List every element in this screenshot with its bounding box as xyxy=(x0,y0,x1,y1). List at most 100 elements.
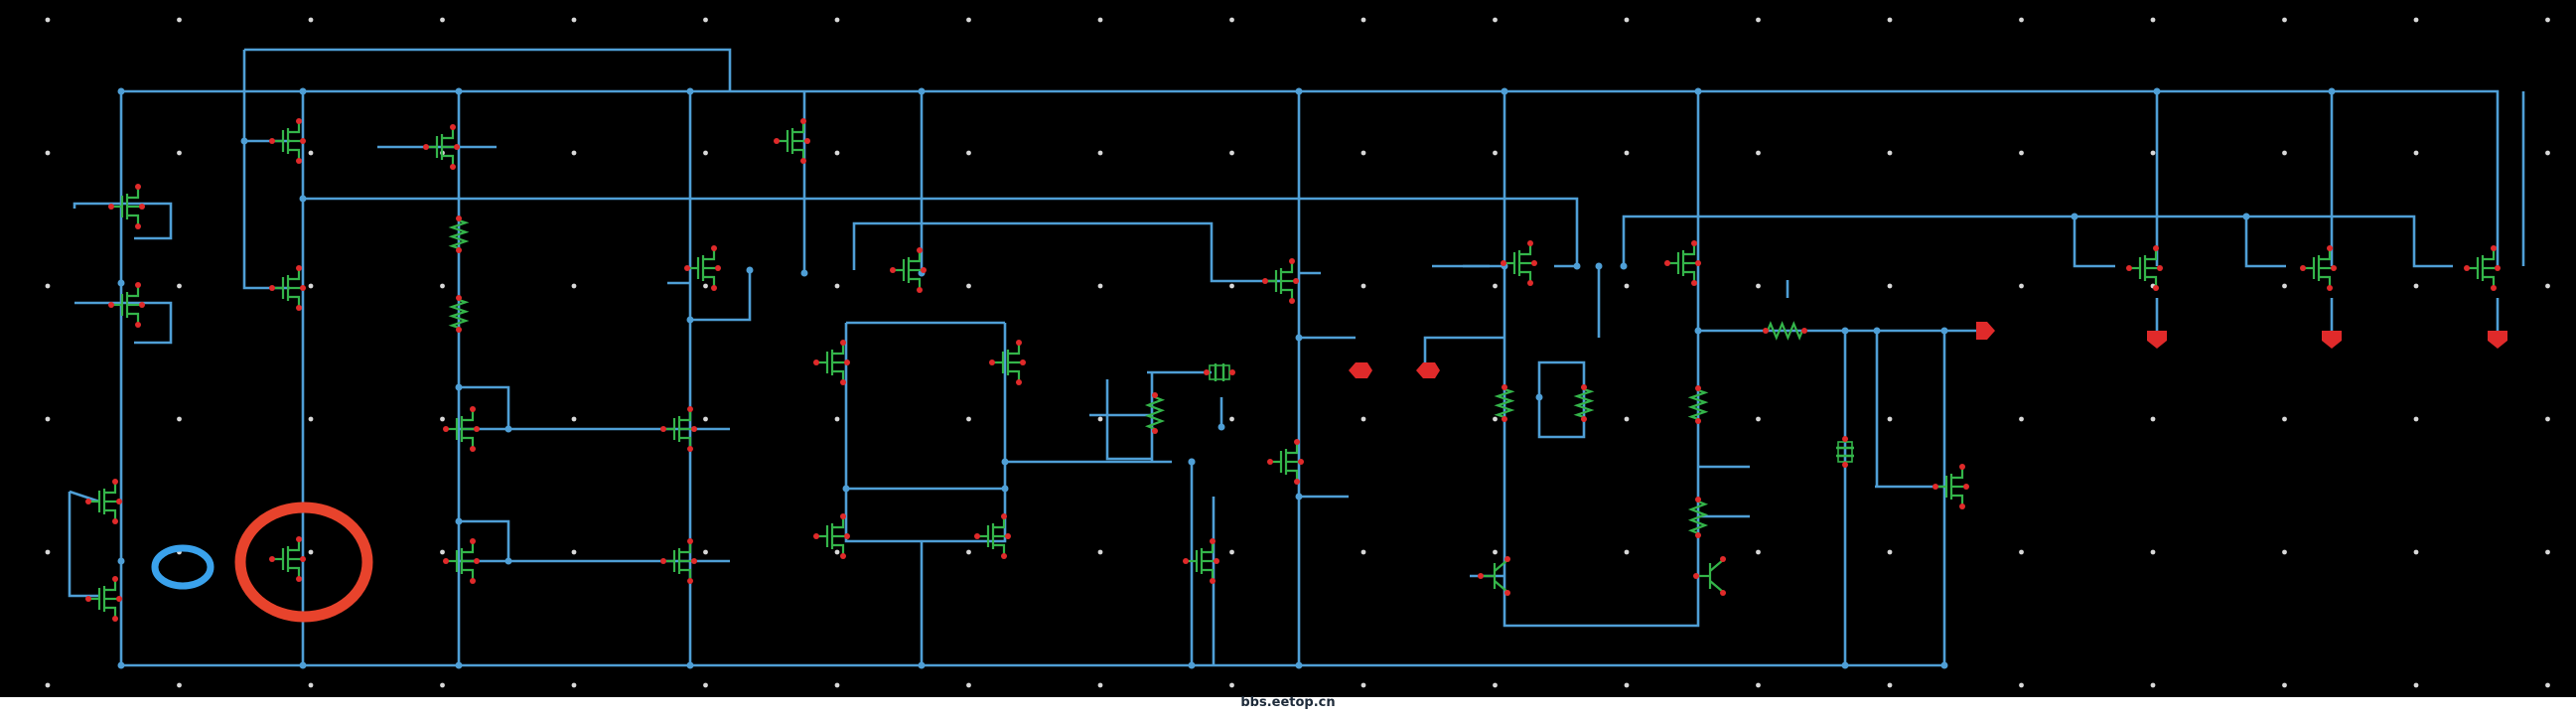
grid-dot xyxy=(2545,17,2550,23)
grid-dot xyxy=(45,17,51,23)
wire-junction xyxy=(455,661,463,669)
device-pin xyxy=(660,558,666,564)
grid-dot xyxy=(45,549,51,555)
device-pin xyxy=(1695,532,1701,538)
mosfet-transistor xyxy=(665,410,692,448)
resistor-zigzag xyxy=(1573,387,1595,419)
grid-dot xyxy=(1756,150,1761,156)
grid-dot xyxy=(440,416,445,422)
wire-junction xyxy=(686,87,694,95)
device-pin xyxy=(108,302,114,308)
device-pin xyxy=(1210,538,1216,544)
device-pin xyxy=(1664,260,1670,266)
wire-junction xyxy=(1188,661,1196,669)
device-pin xyxy=(2157,265,2163,271)
wire-junction xyxy=(1620,262,1628,270)
wire-junction xyxy=(2328,87,2336,95)
grid-dot xyxy=(966,682,971,688)
device-pin xyxy=(1294,439,1300,445)
device-pin xyxy=(1581,416,1587,422)
device-pin xyxy=(804,138,810,144)
wire xyxy=(121,89,2500,266)
grid-dot xyxy=(2019,682,2024,688)
grid-dot xyxy=(1360,416,1366,422)
grid-dot xyxy=(1360,549,1366,555)
wire-junction xyxy=(1501,87,1508,95)
mosfet-transistor xyxy=(1937,468,1964,505)
mosfet-drain xyxy=(1951,468,1964,480)
grid-dot xyxy=(45,416,51,422)
device-pin xyxy=(1293,278,1299,284)
device-pin xyxy=(1502,384,1507,390)
red-highlight-circle xyxy=(234,502,373,623)
grid-dot xyxy=(1624,682,1630,688)
grid-dot xyxy=(2413,416,2419,422)
mosfet-drain xyxy=(679,542,692,554)
wire-junction xyxy=(1295,661,1303,669)
device-pin xyxy=(1581,384,1587,390)
mosfet-drain xyxy=(1286,443,1299,455)
output-pin-marker xyxy=(2147,331,2167,349)
wire-junction xyxy=(1694,87,1702,95)
mosfet-transistor xyxy=(90,580,117,618)
device-pin xyxy=(470,538,476,544)
device-pin xyxy=(1932,484,1938,490)
grid-dot xyxy=(2282,549,2287,555)
wire-junction xyxy=(746,266,754,274)
wire-junction xyxy=(1217,423,1225,431)
grid-dot xyxy=(966,549,971,555)
device-pin xyxy=(296,118,302,124)
grid-dot xyxy=(571,549,577,555)
wire xyxy=(68,492,99,598)
grid-dot xyxy=(1097,283,1103,289)
wire-junction xyxy=(1573,262,1581,270)
device-pin xyxy=(85,499,91,504)
grid-dot xyxy=(45,682,51,688)
device-pin xyxy=(1289,258,1295,264)
wire xyxy=(1622,215,2453,268)
device-pin xyxy=(2491,285,2497,291)
wire-junction xyxy=(918,87,926,95)
grid-dot xyxy=(703,549,708,555)
wire-junction xyxy=(918,661,926,669)
wire-junctions xyxy=(117,87,2336,669)
bjt-emitter xyxy=(1709,580,1724,593)
grid-dot xyxy=(2413,682,2419,688)
grid-dot xyxy=(440,549,445,555)
device-pin xyxy=(840,513,846,519)
device-pin xyxy=(1001,513,1007,519)
device-pin xyxy=(443,558,449,564)
grid-dot xyxy=(2282,416,2287,422)
wire-junction xyxy=(1188,458,1196,466)
device-pin xyxy=(1501,260,1506,266)
device-pin xyxy=(108,204,114,210)
device-pin xyxy=(1527,240,1533,246)
resistor xyxy=(448,218,470,250)
grid-dot xyxy=(308,682,314,688)
mosfet-source xyxy=(127,214,140,225)
grid-dot xyxy=(1887,549,1893,555)
mosfet-source xyxy=(104,508,117,520)
device-pin xyxy=(85,596,91,602)
wire-junction xyxy=(1940,661,1948,669)
device-pin xyxy=(1695,497,1701,502)
output-pin-marker xyxy=(2322,331,2342,349)
grid-dot xyxy=(1097,150,1103,156)
wire-junction xyxy=(686,316,694,324)
device-pin xyxy=(890,267,896,273)
resistor-zigzag xyxy=(1687,500,1709,535)
device-pin xyxy=(116,499,122,504)
wire-junction xyxy=(455,383,463,391)
grid-dot xyxy=(571,682,577,688)
device-pin xyxy=(296,536,302,542)
mosfet-transistor xyxy=(428,128,455,166)
mosfet-drain xyxy=(2483,249,2496,261)
watermark-text: bbs.eetop.cn xyxy=(1240,695,1336,710)
device-pin xyxy=(135,223,141,229)
device-pin xyxy=(687,538,693,544)
grid-dot xyxy=(1624,150,1630,156)
port-pin-marker xyxy=(1416,362,1440,378)
grid-dot xyxy=(703,682,708,688)
wire-junction xyxy=(299,87,307,95)
device-pin xyxy=(1720,556,1726,562)
